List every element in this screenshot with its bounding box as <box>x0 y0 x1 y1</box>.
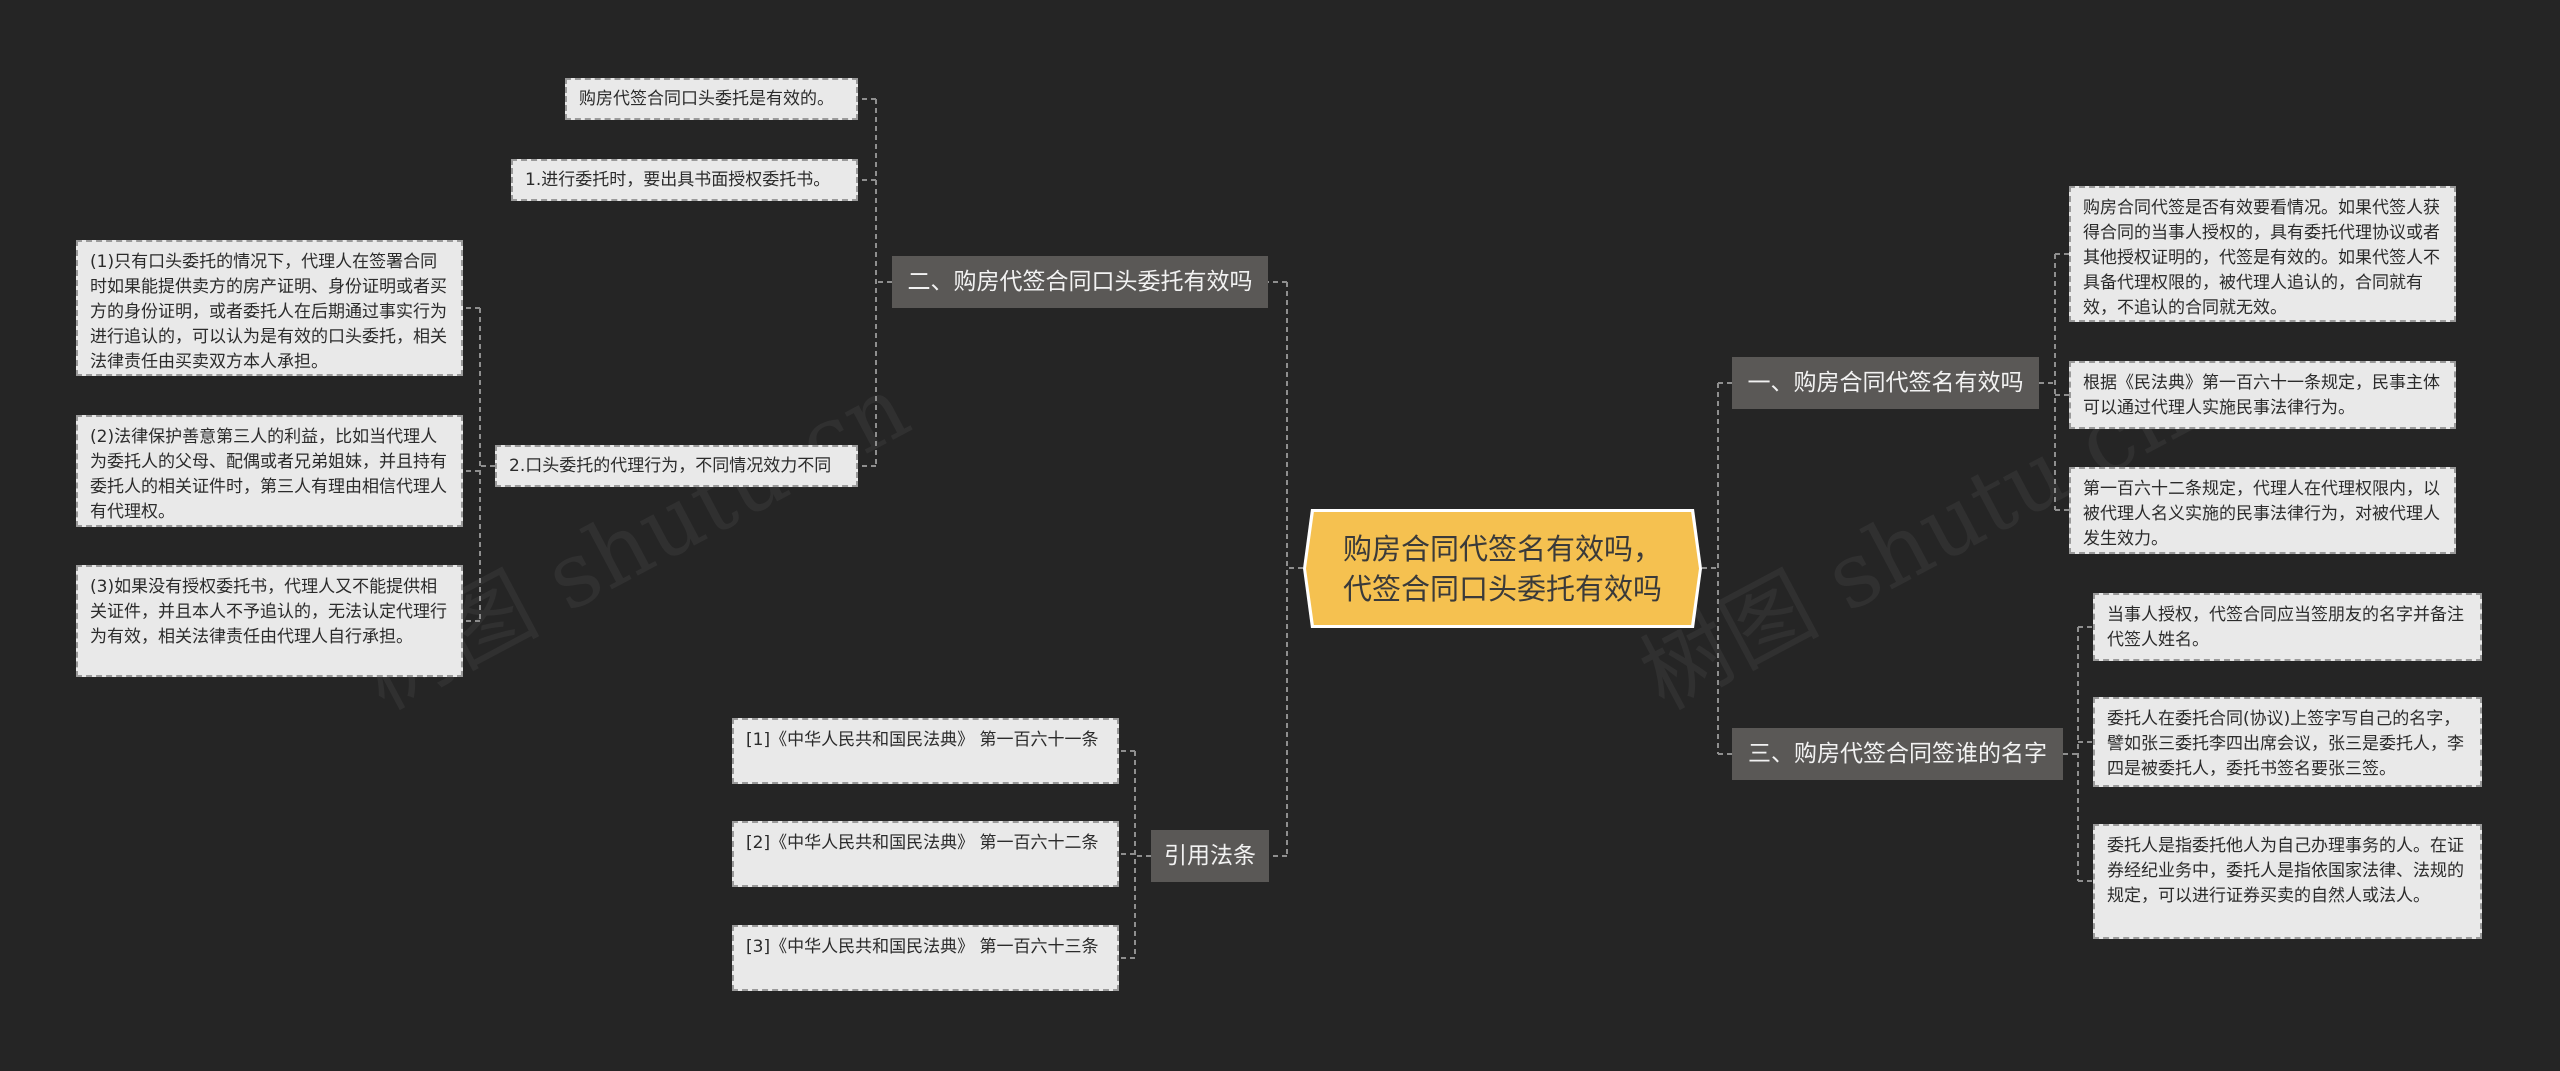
leaf-validity-explanation[interactable]: 购房合同代签是否有效要看情况。如果代签人获得合同的当事人授权的，具有委托代理协议… <box>2069 186 2456 322</box>
leaf-case-oral-only[interactable]: (1)只有口头委托的情况下，代理人在签署合同时如果能提供卖方的房产证明、身份证明… <box>76 240 463 376</box>
branch-node-validity[interactable]: 一、购房合同代签名有效吗 <box>1732 357 2039 409</box>
leaf-case-good-faith[interactable]: (2)法律保护善意第三人的利益，比如当代理人为委托人的父母、配偶或者兄弟姐妹，并… <box>76 415 463 527</box>
branch-node-oral-entrust[interactable]: 二、购房代签合同口头委托有效吗 <box>892 256 1268 308</box>
leaf-civil-code-161[interactable]: 根据《民法典》第一百六十一条规定，民事主体可以通过代理人实施民事法律行为。 <box>2069 361 2456 429</box>
leaf-law-ref-3[interactable]: [3]《中华人民共和国民法典》 第一百六十三条 <box>732 925 1119 991</box>
leaf-oral-effect-varies[interactable]: 2.口头委托的代理行为，不同情况效力不同 <box>495 445 858 487</box>
leaf-law-ref-1[interactable]: [1]《中华人民共和国民法典》 第一百六十一条 <box>732 718 1119 784</box>
leaf-oral-valid[interactable]: 购房代签合同口头委托是有效的。 <box>565 78 858 120</box>
branch-node-whose-name[interactable]: 三、购房代签合同签谁的名字 <box>1732 728 2063 780</box>
root-title-line-1: 购房合同代签名有效吗， <box>1342 531 1662 566</box>
branch-node-cited-laws[interactable]: 引用法条 <box>1151 830 1269 882</box>
leaf-case-no-authorization[interactable]: (3)如果没有授权委托书，代理人又不能提供相关证件，并且本人不予追认的，无法认定… <box>76 565 463 677</box>
leaf-written-authorization[interactable]: 1.进行委托时，要出具书面授权委托书。 <box>511 159 858 201</box>
leaf-sign-friend-name[interactable]: 当事人授权，代签合同应当签朋友的名字并备注代签人姓名。 <box>2093 593 2482 661</box>
leaf-civil-code-162[interactable]: 第一百六十二条规定，代理人在代理权限内，以被代理人名义实施的民事法律行为，对被代… <box>2069 467 2456 554</box>
root-node[interactable]: 购房合同代签名有效吗， 代签合同口头委托有效吗 <box>1306 512 1699 625</box>
leaf-principal-definition[interactable]: 委托人是指委托他人为自己办理事务的人。在证券经纪业务中，委托人是指依国家法律、法… <box>2093 824 2482 939</box>
leaf-law-ref-2[interactable]: [2]《中华人民共和国民法典》 第一百六十二条 <box>732 821 1119 887</box>
root-title-line-2: 代签合同口头委托有效吗 <box>1342 571 1662 606</box>
leaf-principal-signs[interactable]: 委托人在委托合同(协议)上签字写自己的名字，譬如张三委托李四出席会议，张三是委托… <box>2093 697 2482 787</box>
